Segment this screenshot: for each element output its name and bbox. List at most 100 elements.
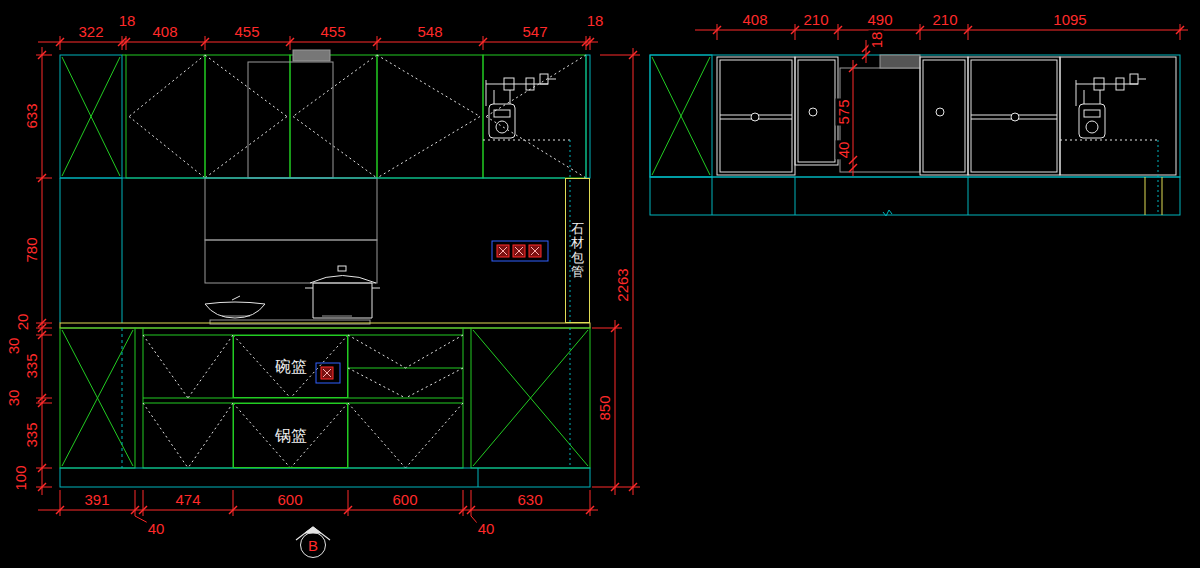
dimension-tick	[849, 64, 857, 72]
dimension-number: 40	[477, 521, 496, 536]
dimension-number: 20	[15, 313, 30, 332]
wall-band	[650, 177, 1180, 215]
extension-line	[600, 55, 640, 56]
extension-line	[122, 36, 123, 50]
dimension-number: 630	[516, 492, 543, 507]
gas-meter-dial	[496, 121, 508, 133]
extension-line	[838, 24, 839, 40]
drawer-open-line	[406, 335, 464, 368]
door-knob	[809, 108, 817, 116]
power-socket-frame	[492, 241, 548, 261]
gas-pipe	[486, 84, 548, 85]
socket-pin	[323, 369, 331, 377]
door-frame-inner	[798, 60, 835, 162]
extension-line	[348, 490, 349, 516]
dimension-number: 408	[151, 24, 178, 39]
dimension-number: 18	[869, 31, 884, 50]
corner-cross-line	[473, 330, 588, 466]
filler-strip	[463, 328, 471, 329]
gas-pipe	[1100, 90, 1101, 104]
gas-valve	[1130, 74, 1138, 84]
stone-casing-line	[1145, 177, 1146, 215]
extension-line	[463, 490, 464, 516]
dimension-line	[38, 510, 598, 511]
part-label: 石材包管	[571, 222, 584, 279]
dimension-number: 30	[6, 337, 21, 356]
extension-line	[592, 487, 640, 488]
dimension-number: 40	[147, 521, 166, 536]
drawer-open-line	[188, 335, 233, 398]
extension-line	[1180, 24, 1181, 40]
stone-pipe-casing: 石材包管	[565, 178, 590, 323]
drawer-open-line	[348, 368, 406, 398]
countertop	[60, 323, 590, 328]
door-swing-line	[205, 117, 287, 179]
extension-line	[290, 36, 291, 50]
dimension-number: 547	[521, 24, 548, 39]
wall-line	[60, 178, 61, 323]
door-frame-inner	[923, 60, 965, 172]
pipe-route	[570, 328, 571, 468]
dimension-number: 18	[586, 13, 605, 28]
socket-pin	[531, 247, 539, 255]
extension-line	[205, 36, 206, 50]
side-panel	[586, 55, 590, 178]
socket-pin	[515, 247, 523, 255]
extension-line	[126, 36, 127, 50]
dimension-number: 40	[836, 141, 851, 160]
door-knob	[1011, 113, 1019, 121]
gas-valve	[540, 74, 548, 84]
dimension-number: 600	[391, 492, 418, 507]
gas-pipe	[510, 90, 511, 104]
dimension-tick	[849, 164, 857, 172]
extension-line	[143, 490, 144, 516]
door-frame	[1060, 57, 1176, 175]
dimension-tick	[862, 51, 870, 59]
dimension-line	[633, 48, 634, 495]
door-swing-line	[377, 55, 480, 117]
filler-strip	[122, 55, 126, 56]
range-hood-canopy	[205, 240, 377, 283]
corner-cross-line	[62, 57, 120, 176]
socket-outlet	[513, 245, 525, 257]
gas-valve	[526, 78, 534, 90]
dimension-line	[42, 47, 43, 495]
wall-band-joint	[795, 177, 796, 215]
pot	[313, 283, 372, 318]
dimension-number: 335	[24, 352, 39, 379]
pot-knob	[338, 266, 346, 271]
extension-line	[36, 335, 52, 336]
door-swing-line	[486, 55, 586, 117]
extension-line	[471, 490, 472, 516]
corner-upper-cabinet	[650, 55, 712, 177]
socket-pin	[323, 369, 331, 377]
door-frame-inner	[720, 60, 792, 172]
extension-line	[377, 36, 378, 50]
door-knob	[751, 113, 759, 121]
door-swing-line	[486, 117, 586, 179]
drawer-open-line	[348, 403, 406, 468]
filler-strip	[135, 328, 143, 329]
dimension-number: 850	[597, 394, 612, 421]
wall-line	[122, 178, 123, 323]
dimension-number: 100	[13, 464, 28, 491]
dimension-number: 490	[866, 12, 893, 27]
corner-base-cabinet	[60, 328, 135, 468]
extension-line	[592, 328, 622, 329]
door-knob	[936, 108, 944, 116]
sink-base-cabinet	[471, 328, 590, 468]
corner-cross-line	[62, 330, 133, 466]
door-frame-inner	[971, 60, 1057, 172]
extension-line	[795, 24, 796, 40]
dimension-line	[695, 30, 1188, 31]
dimension-number: 322	[77, 24, 104, 39]
dimension-number: 600	[276, 492, 303, 507]
pot-lid	[310, 276, 376, 284]
extension-line	[36, 328, 52, 329]
dimension-number: 408	[741, 12, 768, 27]
drawer-open-line	[188, 403, 233, 468]
exhaust-outlet	[880, 55, 920, 68]
extension-line	[36, 323, 52, 324]
dimension-line	[853, 60, 854, 176]
